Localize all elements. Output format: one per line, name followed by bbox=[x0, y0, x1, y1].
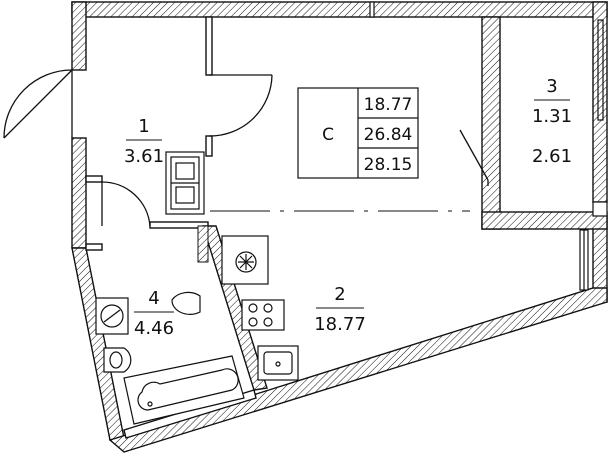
unit-code: С bbox=[322, 125, 334, 145]
room-number: 1 bbox=[138, 116, 149, 137]
windows bbox=[369, 1, 608, 291]
room-number: 2 bbox=[334, 284, 345, 305]
room-area: 3.61 bbox=[124, 146, 164, 167]
wardrobe bbox=[165, 151, 205, 215]
room-number: 3 bbox=[546, 76, 557, 97]
room-door bbox=[208, 74, 273, 137]
balcony-door bbox=[459, 129, 489, 186]
room-area: 18.77 bbox=[314, 314, 366, 335]
plumbing-shaft bbox=[197, 225, 209, 263]
room-number: 4 bbox=[148, 288, 159, 309]
room-area: 1.31 bbox=[532, 106, 572, 127]
bathroom-door bbox=[101, 181, 151, 227]
entrance-door bbox=[3, 69, 73, 139]
room-area: 4.46 bbox=[134, 318, 174, 339]
living-area-value: 18.77 bbox=[364, 95, 413, 115]
exterior-walls bbox=[71, 1, 608, 453]
room-area-secondary: 2.61 bbox=[532, 146, 572, 167]
room-2-label: 2 18.77 bbox=[314, 284, 366, 335]
kitchen bbox=[221, 235, 299, 381]
total-area-value: 26.84 bbox=[364, 125, 413, 145]
total-area-with-balcony-value: 28.15 bbox=[364, 155, 413, 175]
room-1-label: 1 3.61 bbox=[124, 116, 164, 167]
bathroom-fixtures bbox=[95, 291, 245, 425]
room-3-label: 3 1.31 2.61 bbox=[532, 76, 572, 167]
area-table: С 18.77 26.84 28.15 bbox=[297, 87, 419, 179]
room-4-label: 4 4.46 bbox=[134, 288, 174, 339]
